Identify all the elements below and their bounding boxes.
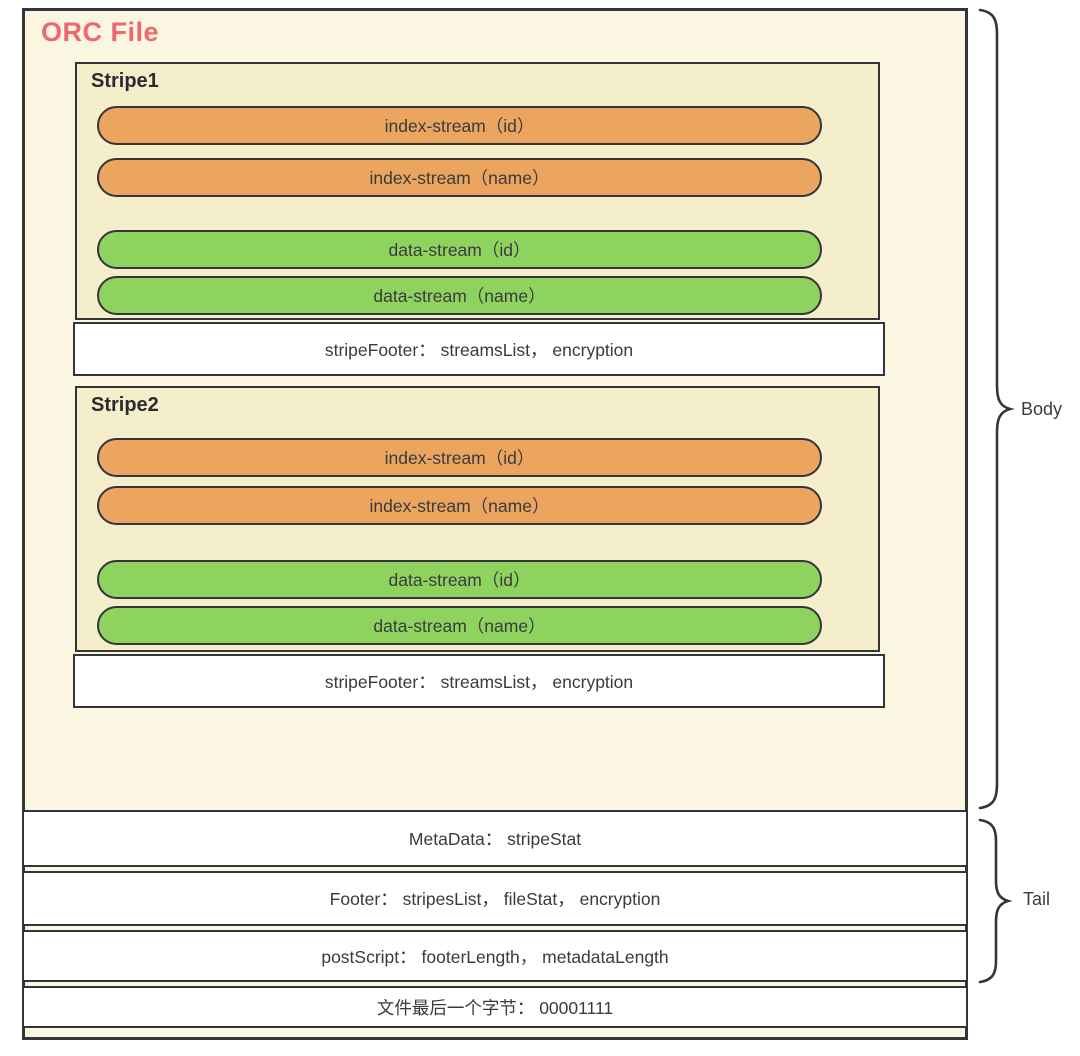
orc-file-box: ORC File Stripe1 index-stream（id） index-… <box>22 8 968 1040</box>
stripe1-box: Stripe1 index-stream（id） index-stream（na… <box>75 62 880 320</box>
stripe2-footer-band: stripeFooter： streamsList， encryption <box>73 654 885 708</box>
tail-brace-icon <box>978 818 1013 984</box>
data-stream-bar: data-stream（name） <box>97 606 822 645</box>
data-stream-bar: data-stream（name） <box>97 276 822 315</box>
footer-band: Footer： stripesList， fileStat， encryptio… <box>22 871 968 926</box>
stripe1-label: Stripe1 <box>91 70 159 92</box>
stripe1-footer-band: stripeFooter： streamsList， encryption <box>73 322 885 376</box>
stripe2-box: Stripe2 index-stream（id） index-stream（na… <box>75 386 880 652</box>
stripe2-label: Stripe2 <box>91 394 159 416</box>
index-stream-bar: index-stream（id） <box>97 438 822 477</box>
metadata-band: MetaData： stripeStat <box>22 810 968 867</box>
data-stream-bar: data-stream（id） <box>97 230 822 269</box>
data-stream-bar: data-stream（id） <box>97 560 822 599</box>
tail-annotation: Tail <box>1023 889 1051 909</box>
index-stream-bar: index-stream（name） <box>97 158 822 197</box>
body-annotation: Body <box>1021 399 1063 419</box>
index-stream-bar: index-stream（id） <box>97 106 822 145</box>
last-byte-band: 文件最后一个字节： 00001111 <box>22 986 968 1028</box>
orc-file-title: ORC File <box>41 17 160 47</box>
postscript-band: postScript： footerLength， metadataLength <box>22 930 968 982</box>
body-brace-icon <box>978 8 1015 810</box>
index-stream-bar: index-stream（name） <box>97 486 822 525</box>
